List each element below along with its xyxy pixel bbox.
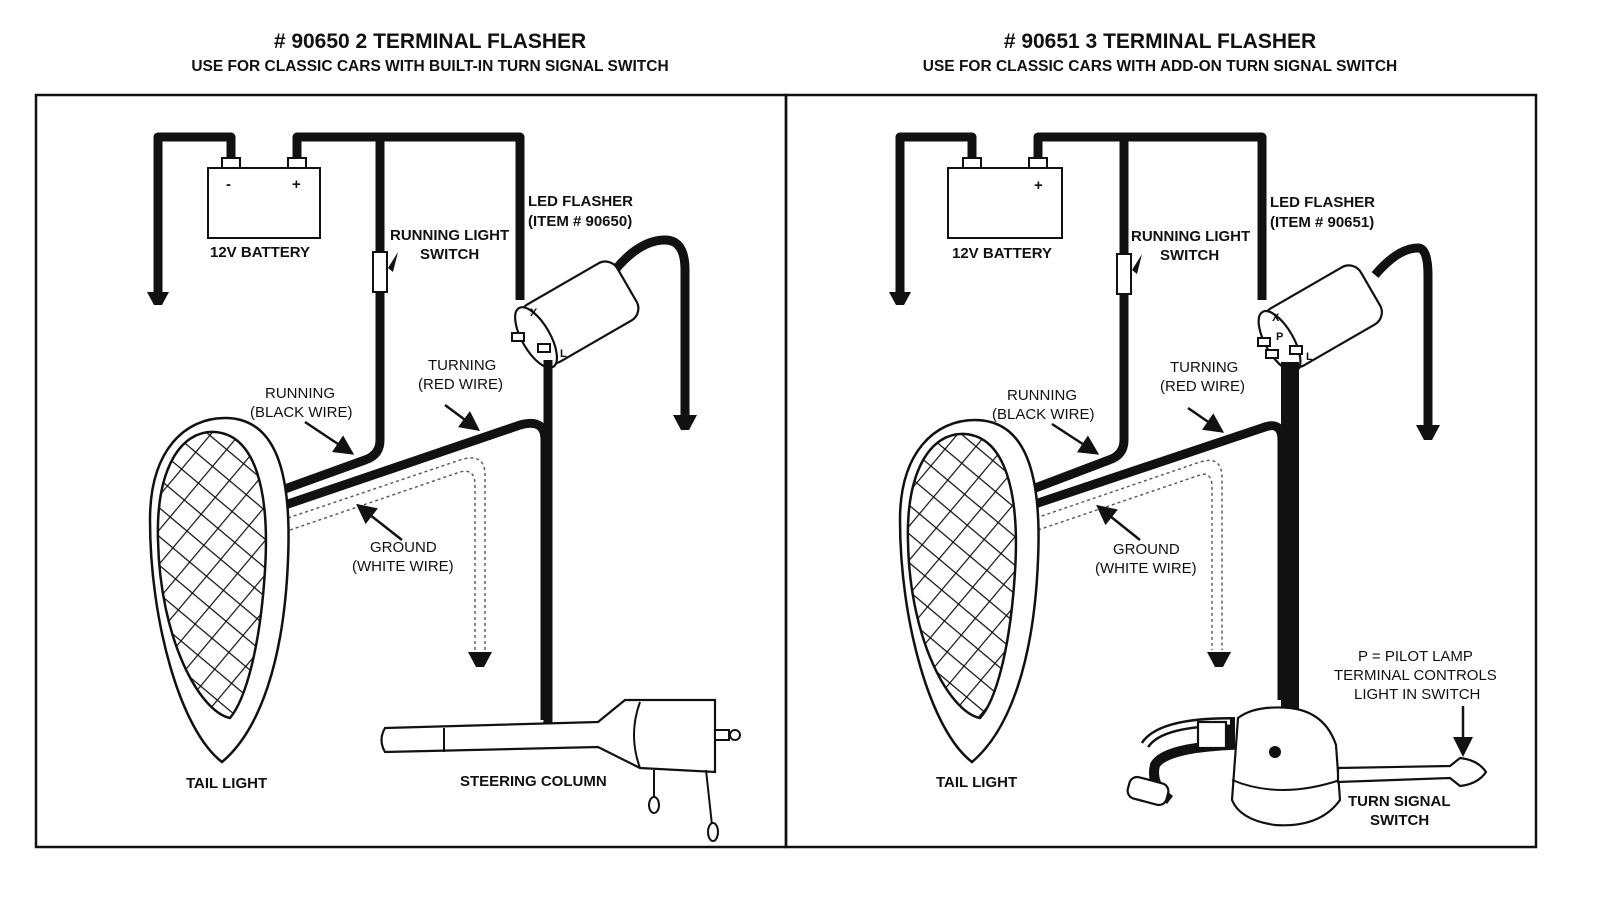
running-wire-label-1: RUNNING	[1007, 387, 1077, 404]
flasher-label-2: (ITEM # 90651)	[1270, 214, 1374, 231]
running-light-switch-label-2: SWITCH	[420, 246, 479, 263]
ground-wire	[287, 457, 486, 650]
running-light-switch-label-2: SWITCH	[1160, 247, 1219, 264]
battery-terminal-pos	[287, 157, 307, 169]
steering-column-label: STEERING COLUMN	[460, 773, 607, 790]
tail-light-icon	[898, 418, 1040, 764]
ground-symbol-icon	[1416, 425, 1440, 440]
switch-lever-icon	[388, 252, 398, 272]
ground-symbol-icon	[673, 415, 697, 430]
flasher-ground-wire	[611, 235, 690, 415]
battery-icon	[947, 167, 1063, 239]
tail-light-label: TAIL LIGHT	[936, 774, 1017, 791]
running-wire-label-1: RUNNING	[265, 385, 335, 402]
right-panel-frame	[784, 93, 1538, 849]
flasher-icon	[1257, 264, 1383, 373]
turning-wire-arrow	[1187, 406, 1225, 433]
terminal-l-spade	[537, 343, 551, 353]
ground-symbol-icon	[889, 292, 911, 305]
ground-wire-arrow	[1096, 504, 1141, 541]
running-light-switch-icon	[1116, 253, 1132, 295]
terminal-spade	[1265, 349, 1279, 359]
turning-wire-label-2: (RED WIRE)	[418, 376, 503, 393]
left-panel-title: # 90650 2 TERMINAL FLASHER	[273, 30, 587, 53]
battery-label: 12V BATTERY	[210, 244, 310, 261]
tail-light-icon	[148, 416, 290, 764]
steering-column-icon	[380, 698, 741, 842]
turning-wire-label-1: TURNING	[1170, 359, 1238, 376]
battery-pos-sign: +	[292, 176, 301, 193]
turn-signal-switch-label-2: SWITCH	[1370, 812, 1429, 829]
running-wire-label-2: (BLACK WIRE)	[250, 404, 353, 421]
ground-wire-label-1: GROUND	[1113, 541, 1180, 558]
battery-pos-sign: +	[1034, 177, 1043, 194]
battery-positive-wire	[1033, 132, 1267, 300]
terminal-x-spade	[511, 332, 525, 342]
running-wire-label-2: (BLACK WIRE)	[992, 406, 1095, 423]
battery-neg-sign: -	[226, 176, 231, 193]
turning-wire-arrow	[444, 403, 481, 431]
battery-terminal-neg	[221, 157, 241, 169]
flasher-terminal-p: P	[1276, 331, 1283, 343]
flasher-terminal-l: L	[1306, 351, 1313, 363]
running-light-switch-label-1: RUNNING LIGHT	[390, 227, 509, 244]
battery-negative-wire	[153, 132, 236, 292]
battery-label: 12V BATTERY	[952, 245, 1052, 262]
running-wire-arrow	[1051, 422, 1100, 455]
ground-wire-2	[1037, 473, 1213, 650]
flasher-terminal-x: X	[1272, 312, 1280, 324]
left-panel: - + 12V BATTERY RUNNING LIGHT SWITCH LED…	[147, 132, 741, 842]
running-light-switch-icon	[372, 251, 388, 293]
battery-terminal-neg	[962, 157, 982, 169]
pilot-note-line-3: LIGHT IN SWITCH	[1354, 686, 1480, 703]
ground-symbol-icon	[468, 652, 492, 667]
turning-wire-label-1: TURNING	[428, 357, 496, 374]
tail-light-label: TAIL LIGHT	[186, 775, 267, 792]
flasher-terminal-l: L	[560, 348, 567, 360]
right-panel-title: # 90651 3 TERMINAL FLASHER	[1003, 30, 1317, 53]
flasher-label-2: (ITEM # 90650)	[528, 213, 632, 230]
running-wire	[280, 137, 385, 495]
battery-terminal-pos	[1028, 157, 1048, 169]
turn-signal-switch-icon	[1126, 706, 1488, 827]
left-panel-subtitle: USE FOR CLASSIC CARS WITH BUILT-IN TURN …	[191, 58, 669, 75]
pilot-note-line-1: P = PILOT LAMP	[1358, 648, 1473, 665]
ground-symbol-icon	[147, 292, 169, 305]
terminal-spade	[1289, 345, 1303, 355]
right-panel-subtitle: USE FOR CLASSIC CARS WITH ADD-ON TURN SI…	[922, 58, 1398, 75]
turning-wire-label-2: (RED WIRE)	[1160, 378, 1245, 395]
battery-negative-wire	[895, 132, 977, 292]
flasher-icon	[514, 260, 640, 369]
ground-wire-label-2: (WHITE WIRE)	[1095, 560, 1197, 577]
ground-wire-label-2: (WHITE WIRE)	[352, 558, 454, 575]
flasher-label-1: LED FLASHER	[1270, 194, 1375, 211]
battery-positive-wire	[292, 132, 525, 300]
flasher-to-column-wire	[529, 360, 553, 740]
ground-symbol-icon	[1207, 652, 1231, 667]
pilot-note-line-2: TERMINAL CONTROLS	[1334, 667, 1497, 684]
running-wire-arrow	[304, 420, 355, 455]
battery-icon	[207, 167, 321, 239]
ground-wire-arrow	[356, 503, 403, 541]
flasher-ground-wire	[1371, 243, 1433, 425]
turn-signal-switch-label-1: TURN SIGNAL	[1348, 793, 1451, 810]
terminal-spade	[1257, 337, 1271, 347]
right-panel: + 12V BATTERY RUNNING LIGHT SWITCH LED F…	[889, 132, 1497, 829]
flasher-terminal-x: X	[530, 307, 538, 319]
running-light-switch-label-1: RUNNING LIGHT	[1131, 228, 1250, 245]
flasher-label-1: LED FLASHER	[528, 193, 633, 210]
ground-wire-label-1: GROUND	[370, 539, 437, 556]
running-wire	[1028, 137, 1129, 495]
switch-lever-icon	[1132, 254, 1142, 274]
